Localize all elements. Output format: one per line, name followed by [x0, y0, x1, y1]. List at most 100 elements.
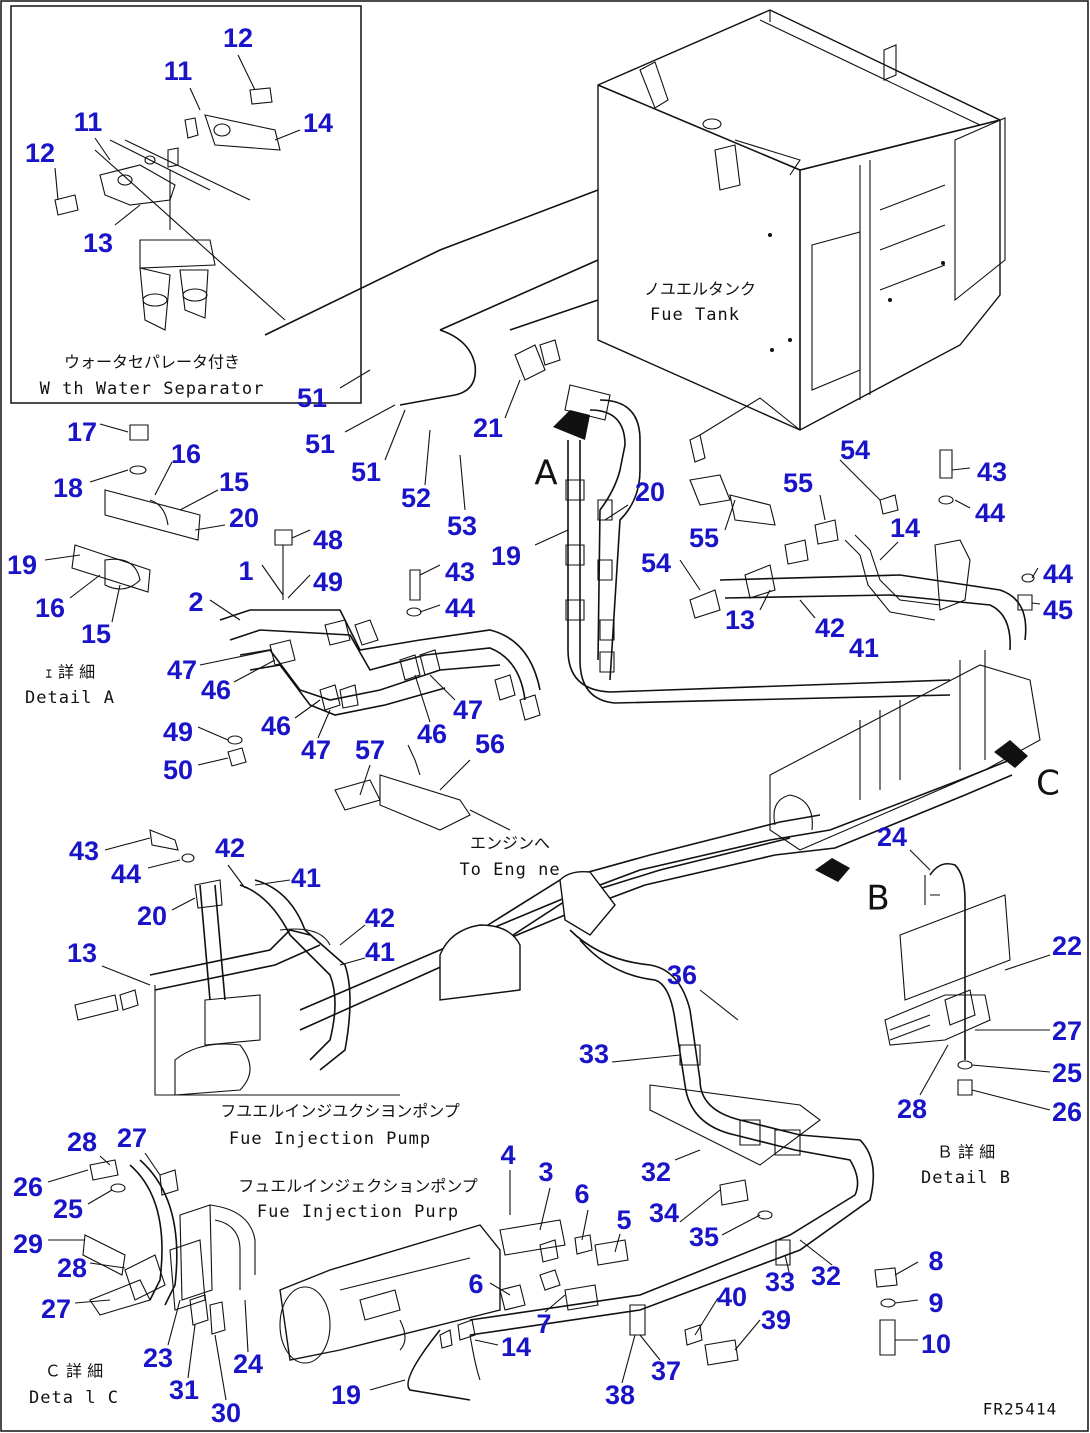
- view-c-letter: C: [1036, 764, 1060, 804]
- callout-33: 33: [579, 1039, 609, 1069]
- label-detail-b-jp: Ｂ 詳 細: [937, 1143, 995, 1162]
- callout-44: 44: [111, 859, 141, 889]
- label-drawing-code: FR25414: [983, 1400, 1057, 1419]
- callout-30: 30: [211, 1398, 241, 1428]
- callout-5: 5: [616, 1205, 631, 1235]
- callout-57: 57: [355, 735, 385, 765]
- callout-51: 51: [305, 429, 335, 459]
- callout-8: 8: [928, 1246, 943, 1276]
- callout-6: 6: [574, 1179, 589, 1209]
- callout-22: 22: [1052, 931, 1082, 961]
- callout-4: 4: [500, 1140, 515, 1170]
- callout-16: 16: [35, 593, 65, 623]
- callout-28: 28: [67, 1127, 97, 1157]
- callout-29: 29: [13, 1229, 43, 1259]
- callout-47: 47: [453, 695, 483, 725]
- label-fip2-jp: フュエルインジェクションポンプ: [238, 1177, 478, 1196]
- callout-50: 50: [163, 755, 193, 785]
- callout-47: 47: [301, 735, 331, 765]
- callout-41: 41: [365, 937, 395, 967]
- callout-45: 45: [1043, 595, 1073, 625]
- callout-11: 11: [164, 56, 193, 86]
- callout-54: 54: [840, 435, 870, 465]
- callout-48: 48: [313, 525, 343, 555]
- callout-25: 25: [53, 1194, 83, 1224]
- callout-11: 11: [74, 107, 103, 137]
- callout-7: 7: [536, 1309, 551, 1339]
- callout-40: 40: [717, 1282, 747, 1312]
- callout-33: 33: [765, 1267, 795, 1297]
- callout-28: 28: [57, 1253, 87, 1283]
- callout-42: 42: [365, 903, 395, 933]
- label-to-engine-en: To Eng ne: [459, 860, 560, 880]
- callout-32: 32: [641, 1157, 671, 1187]
- callout-43: 43: [69, 836, 99, 866]
- tank-return-connectors: [689, 449, 1035, 651]
- callout-55: 55: [689, 523, 719, 553]
- callout-19: 19: [7, 550, 37, 580]
- callout-3: 3: [538, 1157, 553, 1187]
- detail-b-drawing: [884, 862, 1011, 1096]
- callout-12: 12: [223, 23, 253, 53]
- callout-2: 2: [188, 587, 203, 617]
- label-fip1-en: Fue Injection Pump: [229, 1129, 431, 1149]
- callout-44: 44: [975, 498, 1005, 528]
- label-fip2-en: Fue Injection Purp: [257, 1202, 459, 1222]
- label-water-sep-en: W th Water Separator: [40, 379, 265, 399]
- label-detail-c-en: Deta l C: [29, 1388, 119, 1408]
- callout-16: 16: [171, 439, 201, 469]
- callout-51: 51: [297, 383, 327, 413]
- callout-43: 43: [445, 557, 475, 587]
- callout-15: 15: [219, 467, 249, 497]
- callout-20: 20: [229, 503, 259, 533]
- callout-53: 53: [447, 511, 477, 541]
- water-separator-drawing: [54, 87, 286, 331]
- callout-43: 43: [977, 457, 1007, 487]
- callout-20: 20: [635, 477, 665, 507]
- callout-56: 56: [475, 729, 505, 759]
- callout-27: 27: [1052, 1016, 1082, 1046]
- label-fuel-tank-en: Fue Tank: [650, 305, 740, 325]
- callout-24: 24: [877, 822, 907, 852]
- callout-14: 14: [303, 108, 333, 138]
- callout-49: 49: [313, 567, 343, 597]
- callout-35: 35: [689, 1222, 719, 1252]
- detail-a-clamp: [71, 424, 201, 593]
- detail-a-pipes: [219, 529, 541, 831]
- callout-44: 44: [445, 593, 475, 623]
- callout-46: 46: [261, 711, 291, 741]
- inset-water-separator-box: [10, 5, 362, 404]
- view-b-letter: B: [866, 879, 889, 919]
- label-fip1-jp: フユエルインジユクシヨンポンプ: [220, 1102, 460, 1121]
- callout-47: 47: [167, 655, 197, 685]
- callout-44: 44: [1043, 559, 1073, 589]
- callout-41: 41: [849, 633, 879, 663]
- callout-27: 27: [117, 1123, 147, 1153]
- callout-12: 12: [25, 138, 55, 168]
- callout-52: 52: [401, 483, 431, 513]
- callout-37: 37: [651, 1356, 681, 1386]
- callout-34: 34: [649, 1198, 679, 1228]
- callout-28: 28: [897, 1094, 927, 1124]
- callout-6: 6: [468, 1269, 483, 1299]
- callout-32: 32: [811, 1261, 841, 1291]
- callout-46: 46: [417, 719, 447, 749]
- callout-41: 41: [291, 863, 321, 893]
- callout-20: 20: [137, 901, 167, 931]
- callout-42: 42: [215, 833, 245, 863]
- label-fuel-tank-jp: ノユエルタンク: [644, 280, 756, 299]
- fuel-tank-drawing: [597, 9, 1006, 463]
- view-a-letter: A: [534, 454, 557, 494]
- callout-49: 49: [163, 717, 193, 747]
- label-detail-a-jp: ｪ 詳 細: [45, 663, 95, 682]
- callout-15: 15: [81, 619, 111, 649]
- label-to-engine-jp: エンジンへ: [470, 834, 550, 853]
- callout-26: 26: [1052, 1097, 1082, 1127]
- callout-24: 24: [233, 1349, 263, 1379]
- callout-26: 26: [13, 1172, 43, 1202]
- callout-46: 46: [201, 675, 231, 705]
- tank-fuel-lines: [264, 189, 951, 704]
